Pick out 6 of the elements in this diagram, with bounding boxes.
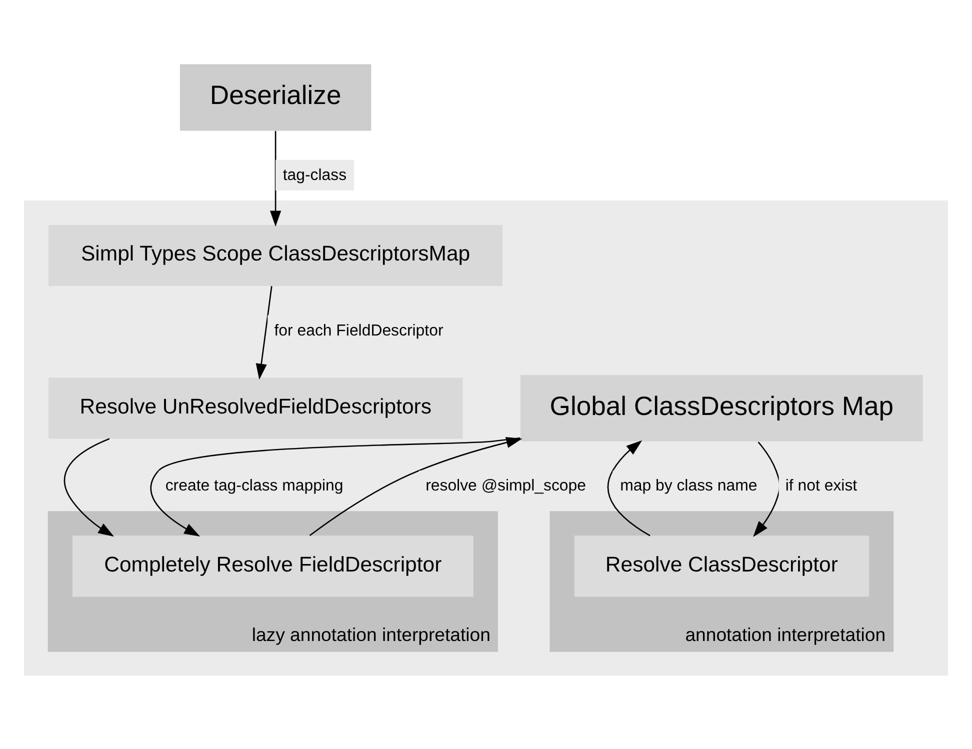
- edge-label: for each FieldDescriptor: [274, 322, 444, 339]
- edge-label: map by class name: [620, 477, 758, 494]
- edge-label: if not exist: [785, 477, 858, 494]
- edge-label: create tag-class mapping: [165, 477, 344, 494]
- edge-label: resolve @simpl_scope: [426, 477, 586, 494]
- edge-label: tag-class: [282, 166, 347, 184]
